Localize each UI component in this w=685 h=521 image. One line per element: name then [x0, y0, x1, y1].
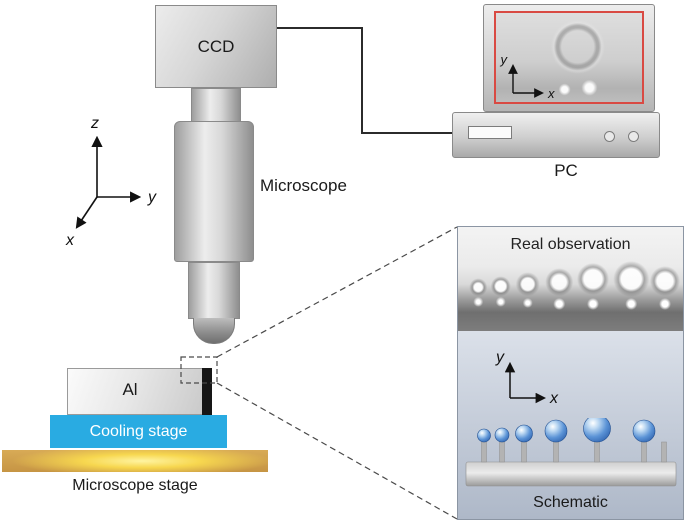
microscope-neck [191, 88, 241, 122]
main-axes [75, 135, 142, 229]
pc-label: PC [554, 161, 578, 180]
real-observation-label: Real observation [510, 236, 631, 253]
main-axis-y-label: y [147, 189, 157, 206]
microscope-label: Microscope [260, 176, 347, 195]
cooling-stage-label: Cooling stage [89, 422, 188, 440]
al-coated-edge [202, 368, 212, 415]
cooling-stage: Cooling stage [50, 415, 227, 448]
main-axis-z-label: z [90, 115, 99, 132]
real-observation-photo [458, 227, 683, 331]
ccd-pc-cable [277, 27, 452, 134]
pc-screen-image [494, 11, 644, 104]
microscope-objective-tip [193, 318, 235, 344]
schematic-pillars [481, 441, 667, 463]
schematic-substrate [465, 461, 677, 487]
schematic-drawing [465, 418, 677, 487]
microscope-stage-label: Microscope stage [72, 477, 198, 494]
ccd-camera-box: CCD [155, 5, 277, 88]
microscope-body [174, 121, 254, 262]
microscope-tube [188, 262, 240, 319]
pc-drive-slot [468, 126, 512, 139]
schematic-droplets [477, 418, 656, 443]
schematic-label: Schematic [533, 494, 608, 511]
microscope-stage-bar [2, 450, 268, 472]
pc-button-right [628, 131, 639, 142]
ccd-label: CCD [197, 36, 235, 56]
main-axis-x-label: x [65, 232, 75, 249]
pc-button-left [604, 131, 615, 142]
al-label: Al [122, 380, 138, 399]
